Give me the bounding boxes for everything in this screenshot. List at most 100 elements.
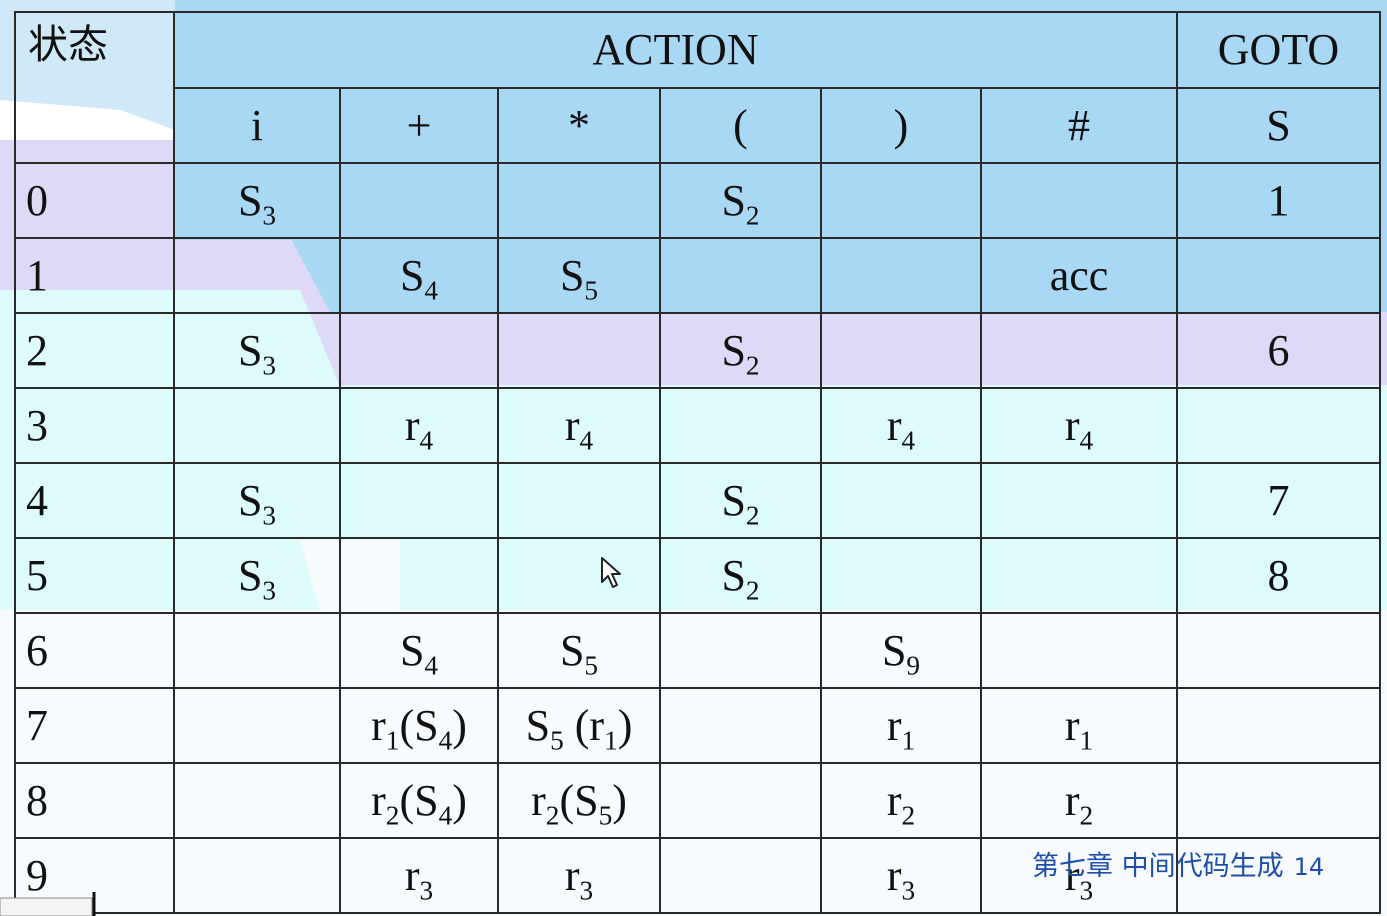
- action-column-header: (: [659, 87, 822, 164]
- action-column-header: *: [497, 87, 661, 164]
- chapter-title: 第七章 中间代码生成: [1032, 851, 1284, 882]
- action-cell: [173, 687, 341, 764]
- action-cell: [820, 462, 982, 539]
- action-cell: S4: [339, 612, 499, 689]
- selection-handle-icon: [0, 892, 96, 916]
- action-cell: r2: [820, 762, 982, 839]
- action-cell: [980, 312, 1178, 389]
- action-cell: r1: [980, 687, 1178, 764]
- page-number: 14: [1293, 853, 1325, 881]
- action-cell: [339, 462, 499, 539]
- action-cell: r4: [339, 387, 499, 464]
- action-column-header: i: [173, 87, 341, 164]
- action-cell: r2(S5): [497, 762, 661, 839]
- action-cell: [173, 837, 341, 914]
- action-cell: S2: [659, 462, 822, 539]
- goto-cell: [1176, 687, 1381, 764]
- action-cell: r1: [820, 687, 982, 764]
- goto-cell: 8: [1176, 537, 1381, 614]
- action-cell: S9: [820, 612, 982, 689]
- state-cell: 4: [14, 462, 175, 539]
- action-cell: S5: [497, 612, 661, 689]
- action-cell: [980, 462, 1178, 539]
- action-cell: [497, 462, 661, 539]
- action-cell: S3: [173, 537, 341, 614]
- goto-cell: 7: [1176, 462, 1381, 539]
- action-cell: r1(S4): [339, 687, 499, 764]
- action-cell: r4: [980, 387, 1178, 464]
- action-cell: [980, 162, 1178, 239]
- action-cell: S3: [173, 312, 341, 389]
- state-cell: 7: [14, 687, 175, 764]
- state-cell: 8: [14, 762, 175, 839]
- state-cell: 1: [14, 237, 175, 314]
- state-cell: 6: [14, 612, 175, 689]
- action-cell: [980, 612, 1178, 689]
- action-cell: r2(S4): [339, 762, 499, 839]
- action-cell: [820, 312, 982, 389]
- action-cell: r3: [339, 837, 499, 914]
- action-cell: [497, 162, 661, 239]
- goto-cell: 1: [1176, 162, 1381, 239]
- action-cell: r2: [980, 762, 1178, 839]
- action-cell: [497, 312, 661, 389]
- action-cell: S5: [497, 237, 661, 314]
- goto-cell: [1176, 237, 1381, 314]
- action-cell: [820, 537, 982, 614]
- action-header: ACTION: [173, 11, 1178, 89]
- action-cell: [980, 537, 1178, 614]
- action-cell: r4: [497, 387, 661, 464]
- state-header: 状态: [14, 11, 175, 164]
- action-cell: S4: [339, 237, 499, 314]
- action-cell: [173, 612, 341, 689]
- action-cell: r3: [820, 837, 982, 914]
- action-cell: [339, 537, 499, 614]
- action-cell: S2: [659, 537, 822, 614]
- action-cell: [339, 312, 499, 389]
- goto-header: GOTO: [1176, 11, 1381, 89]
- action-cell: r3: [497, 837, 661, 914]
- goto-cell: [1176, 837, 1381, 914]
- action-cell: [659, 687, 822, 764]
- action-cell: S2: [659, 162, 822, 239]
- action-cell: [659, 837, 822, 914]
- mouse-pointer-icon: [601, 557, 621, 588]
- action-column-header: +: [339, 87, 499, 164]
- state-cell: 2: [14, 312, 175, 389]
- state-cell: 3: [14, 387, 175, 464]
- action-cell: r4: [820, 387, 982, 464]
- goto-cell: [1176, 612, 1381, 689]
- action-cell: [659, 387, 822, 464]
- action-column-header: #: [980, 87, 1178, 164]
- action-cell: S3: [173, 162, 341, 239]
- action-column-header: ): [820, 87, 982, 164]
- goto-cell: [1176, 387, 1381, 464]
- action-cell: r3: [980, 837, 1178, 914]
- action-cell: [173, 387, 341, 464]
- action-cell: [820, 237, 982, 314]
- action-cell: [659, 612, 822, 689]
- state-cell: 5: [14, 537, 175, 614]
- action-cell: [173, 237, 341, 314]
- state-cell: 0: [14, 162, 175, 239]
- action-cell: [820, 162, 982, 239]
- action-cell: S2: [659, 312, 822, 389]
- action-cell: S5 (r1): [497, 687, 661, 764]
- action-cell: [339, 162, 499, 239]
- action-cell: [497, 537, 661, 614]
- goto-cell: 6: [1176, 312, 1381, 389]
- action-cell: [659, 237, 822, 314]
- action-cell: [659, 762, 822, 839]
- action-cell: S3: [173, 462, 341, 539]
- action-cell: acc: [980, 237, 1178, 314]
- goto-column-header: S: [1176, 87, 1381, 164]
